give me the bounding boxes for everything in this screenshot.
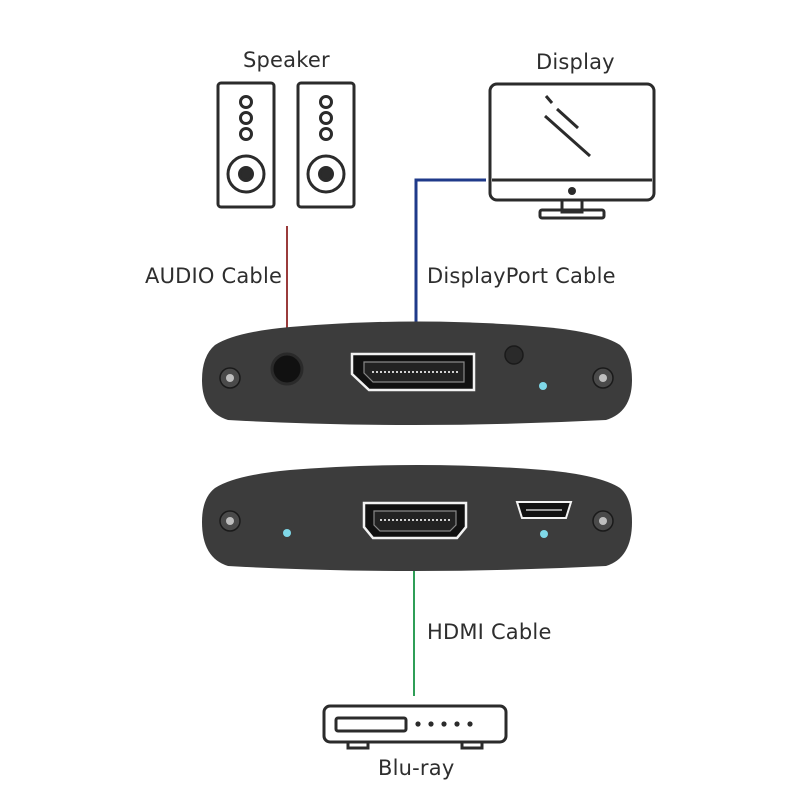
speaker-right — [296, 81, 356, 209]
status-led-icon — [539, 382, 547, 390]
button-icon — [504, 345, 524, 365]
bluray-player-icon — [322, 704, 508, 750]
converter-input-side — [202, 465, 632, 571]
status-led-icon — [283, 529, 291, 537]
monitor-icon — [488, 82, 656, 220]
speaker-label: Speaker — [243, 48, 330, 72]
audio-jack-port-icon — [270, 352, 304, 386]
displayport-cable-line — [414, 178, 486, 366]
audio-cable-label: AUDIO Cable — [145, 264, 283, 288]
converter-output-side — [202, 321, 632, 425]
bluray-label: Blu-ray — [378, 756, 455, 780]
status-led-icon — [540, 530, 548, 538]
displayport-cable-label: DisplayPort Cable — [427, 264, 616, 288]
speaker-left — [216, 81, 276, 209]
display-label: Display — [536, 50, 615, 74]
speaker-icon — [216, 81, 356, 209]
hdmi-cable-label: HDMI Cable — [427, 620, 552, 644]
